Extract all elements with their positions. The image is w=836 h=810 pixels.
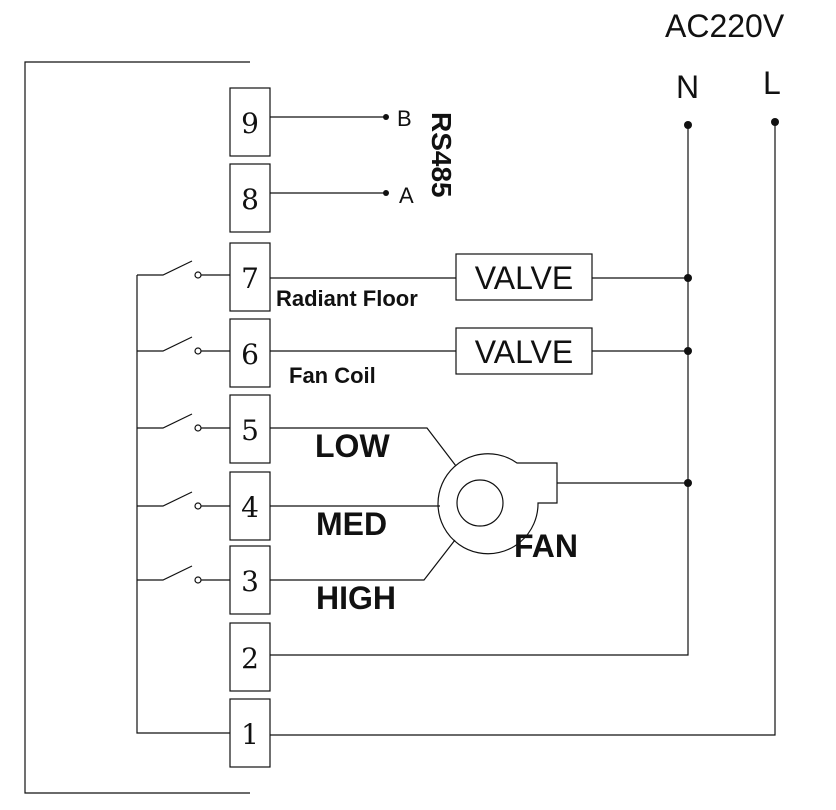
- rs485-a-label: A: [399, 183, 414, 208]
- terminal-7-number: 7: [241, 262, 259, 295]
- terminal-5: [229, 394, 271, 464]
- rs485-connection: B A RS485: [270, 106, 457, 208]
- supply-label: AC220V: [665, 8, 785, 44]
- valve-1-label: VALVE: [475, 260, 573, 296]
- fan-coil-label: Fan Coil: [289, 363, 376, 388]
- valve-2-label: VALVE: [475, 334, 573, 370]
- terminal-9-number: 9: [241, 107, 259, 140]
- fan-label: FAN: [514, 528, 578, 564]
- terminal-2-number: 2: [241, 642, 259, 675]
- terminal-7: [229, 242, 271, 312]
- ac-supply: AC220V N L: [270, 8, 785, 736]
- terminal-1-number: 1: [241, 718, 259, 751]
- fan-speed-high: HIGH: [316, 580, 396, 616]
- live-label: L: [763, 65, 781, 101]
- neutral-label: N: [676, 69, 699, 105]
- fan-motor: LOW MED HIGH FAN: [270, 427, 688, 616]
- rs485-b-label: B: [397, 106, 412, 131]
- terminal-6: [229, 318, 271, 388]
- radiant-floor-valve: VALVE Radiant Floor: [270, 253, 688, 311]
- radiant-floor-label: Radiant Floor: [276, 286, 418, 311]
- fan-coil-valve: VALVE Fan Coil: [270, 327, 688, 388]
- terminal-4: [229, 471, 271, 541]
- terminal-5-number: 5: [241, 414, 259, 447]
- terminal-8: [229, 163, 271, 233]
- fan-speed-med: MED: [316, 506, 387, 542]
- terminal-8-number: 8: [241, 183, 259, 216]
- relay-switches: [136, 260, 230, 734]
- terminal-9: [229, 87, 271, 157]
- terminal-3-number: 3: [241, 565, 259, 598]
- terminal-2: [229, 622, 271, 692]
- terminal-4-number: 4: [241, 491, 259, 524]
- terminal-6-number: 6: [241, 338, 259, 371]
- terminal-block: 9 8 7 6 5 4 3 2 1: [229, 87, 271, 768]
- enclosure-outline: [24, 61, 250, 794]
- fan-speed-low: LOW: [315, 428, 390, 464]
- rs485-label: RS485: [426, 112, 457, 198]
